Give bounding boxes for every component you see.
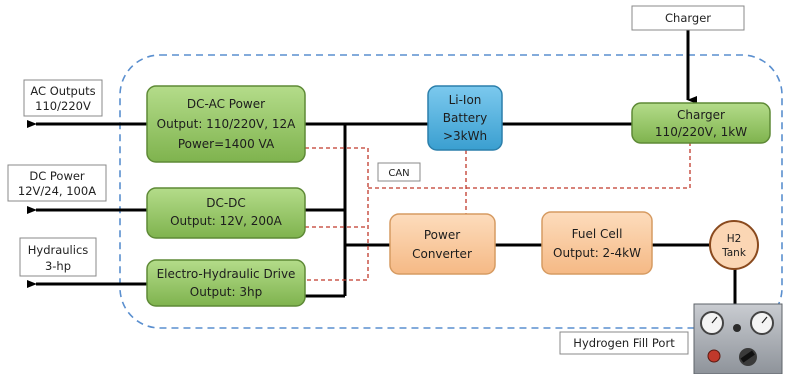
battery-line2: Battery [443,111,487,125]
fuel-cell-line2: Output: 2-4kW [553,246,641,260]
charger-input-label: Charger [631,5,745,31]
charger-line2: 110/220V, 1kW [655,125,747,139]
dc-ac-power-block: DC-AC Power Output: 110/220V, 12A Power=… [146,85,306,163]
dc-ac-line2: Output: 110/220V, 12A [157,117,297,131]
electro-hydraulic-line2: Output: 3hp [190,285,262,299]
hydraulics-label: Hydraulics 3-hp [19,237,97,277]
battery-line1: Li-Ion [449,93,482,107]
emergency-button-icon [707,349,721,363]
h2-tank-line1: H2 [727,233,742,245]
can-bus-wiring [305,143,691,281]
ac-outputs-line1: AC Outputs [30,84,95,98]
dc-dc-line2: Output: 12V, 200A [170,214,283,228]
power-converter-line1: Power [424,228,460,242]
ac-outputs-label: AC Outputs 110/220V [23,79,103,117]
ac-outputs-line2: 110/220V [35,99,91,113]
hydrogen-fill-port-panel [693,303,783,374]
dc-dc-line1: DC-DC [206,196,246,210]
h2-tank-block: H2 Tank [709,220,759,270]
fuel-cell-block: Fuel Cell Output: 2-4kW [541,211,653,275]
charger-line1: Charger [677,108,725,122]
dc-power-label: DC Power 12V/24, 100A [7,164,107,202]
hydraulics-line1: Hydraulics [28,243,89,257]
h2-tank-line2: Tank [721,247,747,259]
dc-ac-line3: Power=1400 VA [178,137,275,151]
can-text: CAN [388,168,409,179]
charger-block: Charger 110/220V, 1kW [631,102,771,144]
dc-ac-line1: DC-AC Power [187,97,265,111]
power-converter-line2: Converter [412,247,472,261]
dc-dc-block: DC-DC Output: 12V, 200A [146,187,306,239]
battery-line3: >3kWh [443,129,487,143]
can-label: CAN [377,162,421,182]
fill-port-text: Hydrogen Fill Port [573,336,675,350]
power-converter-block: Power Converter [389,213,496,275]
charger-input-text: Charger [665,11,711,25]
hydrogen-fill-port-label: Hydrogen Fill Port [559,331,689,355]
dc-power-line1: DC Power [29,169,85,183]
system-boundary [119,54,783,329]
electro-hydraulic-line1: Electro-Hydraulic Drive [157,267,296,281]
hydraulics-line2: 3-hp [45,259,71,273]
fuel-cell-line1: Fuel Cell [572,227,623,241]
dc-power-line2: 12V/24, 100A [18,184,96,198]
electro-hydraulic-drive-block: Electro-Hydraulic Drive Output: 3hp [146,259,306,307]
li-ion-battery-block: Li-Ion Battery >3kWh [427,85,503,151]
